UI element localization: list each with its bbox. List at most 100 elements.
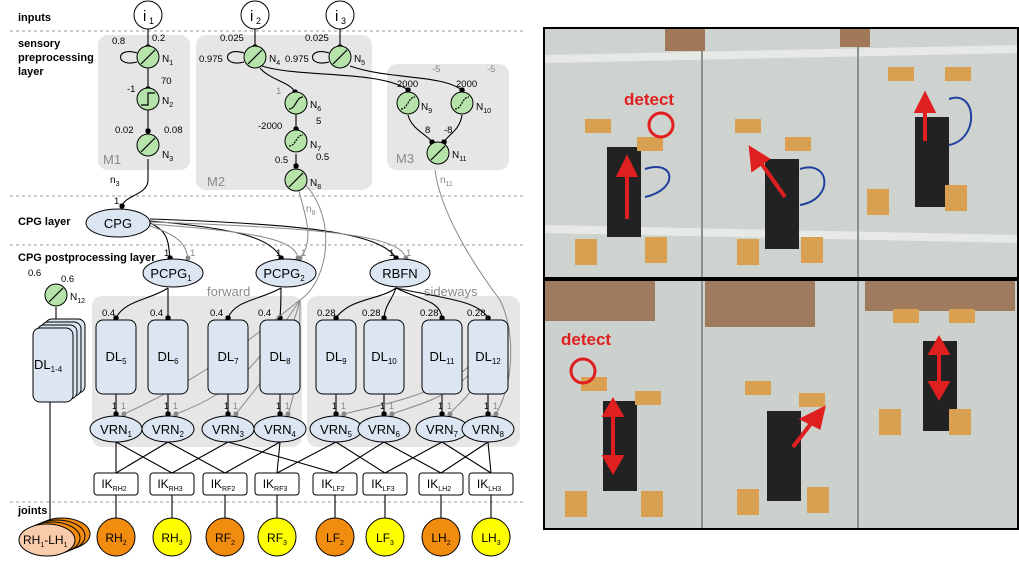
weight: 0.02 xyxy=(115,125,134,136)
dl-label: DL6 xyxy=(157,349,179,366)
dl-box: DL7 xyxy=(207,319,249,395)
weight: 0.4 xyxy=(258,308,271,319)
input-node: i 3 xyxy=(325,0,355,30)
signal-labels: n3 n8 n11 xyxy=(110,175,453,217)
input-sub: 3 xyxy=(341,16,346,26)
input-sub: 1 xyxy=(149,16,154,26)
dl-box: DL6 xyxy=(147,319,189,395)
weight: 0.8 xyxy=(112,36,125,47)
weight: 0.28 xyxy=(317,308,336,319)
weight: 1 xyxy=(190,248,195,259)
dl-box: DL10 xyxy=(363,319,405,395)
ik-label: IKLH3 xyxy=(477,477,501,493)
weight: 0.975 xyxy=(199,54,223,65)
sideways-label: sideways xyxy=(424,284,478,299)
vrn-weight: 1 xyxy=(112,401,117,411)
ik-box: IKRF2 xyxy=(202,472,248,496)
n3-label: N3 xyxy=(162,150,173,163)
pcpg2-node xyxy=(255,258,317,288)
input-label: i xyxy=(335,8,338,25)
joint-node: RH2 xyxy=(96,517,136,557)
dl-box: DL11 xyxy=(421,319,463,395)
vrn-weight: 1 xyxy=(332,401,337,411)
n9-label: N9 xyxy=(421,102,432,115)
joint-label: RF3 xyxy=(267,531,287,547)
signal-n8: n8 xyxy=(306,204,316,217)
vrn-weight-gray: 1 xyxy=(233,401,238,411)
label-joints: joints xyxy=(17,505,47,517)
weight: 0.4 xyxy=(210,308,223,319)
forward-label: forward xyxy=(207,284,250,299)
photo-bottom-scene: detect xyxy=(545,281,1017,528)
layer-separators xyxy=(10,30,525,503)
cpg-nodes xyxy=(85,208,431,288)
weight: -1 xyxy=(127,84,135,95)
robot-1 xyxy=(575,119,671,265)
dl-box: DL8 xyxy=(259,319,301,395)
dl-label: DL12 xyxy=(475,349,501,366)
weight: 0.2 xyxy=(152,33,165,44)
n10-label: N10 xyxy=(476,102,491,115)
joint-label: RF2 xyxy=(215,531,235,547)
joint-label: RH3 xyxy=(161,531,182,547)
weight: 0.4 xyxy=(150,308,163,319)
weight: -5 xyxy=(487,64,495,75)
dl-label: DL5 xyxy=(105,349,127,366)
label-sensory-3: layer xyxy=(18,66,44,78)
joint-node: LH2 xyxy=(421,517,461,557)
vrn-weight-gray: 1 xyxy=(493,401,498,411)
vrn-label: VRN1 xyxy=(100,422,132,439)
joint-stack: RH1-LH1 xyxy=(18,517,91,557)
vrn-label: VRN2 xyxy=(152,422,184,439)
ik-label: IKRH3 xyxy=(157,477,182,493)
dl-box: DL9 xyxy=(315,319,357,395)
ik-box: IKRH2 xyxy=(93,472,139,496)
n7-label: N7 xyxy=(310,140,321,153)
pcpg2-label: PCPG2 xyxy=(263,266,305,283)
vrn-label: VRN3 xyxy=(212,422,244,439)
sideways-group-bg xyxy=(307,296,520,447)
weight: 0.5 xyxy=(316,152,329,163)
vrn-weight: 1 xyxy=(164,401,169,411)
motion-arrows-bottom xyxy=(601,334,951,476)
robot-2 xyxy=(735,119,826,265)
weight: 1 xyxy=(389,248,394,259)
n8-label: N8 xyxy=(310,178,321,191)
ik-label: IKRF3 xyxy=(263,477,288,493)
vrn-weight: 1 xyxy=(438,401,443,411)
vrn-weight: 1 xyxy=(276,401,281,411)
vrn-weight-gray: 1 xyxy=(341,401,346,411)
weight: 5 xyxy=(316,116,321,127)
signal-n11: n11 xyxy=(440,175,453,188)
dl-box: DL12 xyxy=(467,319,509,395)
weight: 0.28 xyxy=(420,308,439,319)
pcpg1-node xyxy=(142,258,204,288)
weight: 0.6 xyxy=(61,274,74,285)
weight: 70 xyxy=(161,76,172,87)
weight: 1 xyxy=(276,86,281,97)
weight: 0.975 xyxy=(285,54,309,65)
label-sensory-1: sensory xyxy=(18,38,61,50)
robot-3 xyxy=(867,67,973,215)
joint-node: RF3 xyxy=(257,517,297,557)
connections xyxy=(49,29,492,520)
rbfn-node xyxy=(369,258,431,288)
weight: 0.08 xyxy=(164,125,183,136)
joint-node: LF2 xyxy=(315,517,355,557)
label-post-layer: CPG postprocessing layer xyxy=(18,252,156,264)
input-nodes: i 1 i 2 i 3 xyxy=(133,0,355,30)
vrn-weight-gray: 1 xyxy=(173,401,178,411)
robot-5 xyxy=(737,381,829,515)
weight: 1 xyxy=(164,248,169,259)
weight: -2000 xyxy=(258,121,282,132)
n12-label: N12 xyxy=(70,292,85,305)
ik-label: IKRF2 xyxy=(211,477,236,493)
motion-arrows-top xyxy=(615,90,937,219)
joint-label: LH2 xyxy=(431,531,450,547)
module-m2-label: M2 xyxy=(207,174,225,189)
joint-stack-label: RH1-LH1 xyxy=(23,533,68,549)
